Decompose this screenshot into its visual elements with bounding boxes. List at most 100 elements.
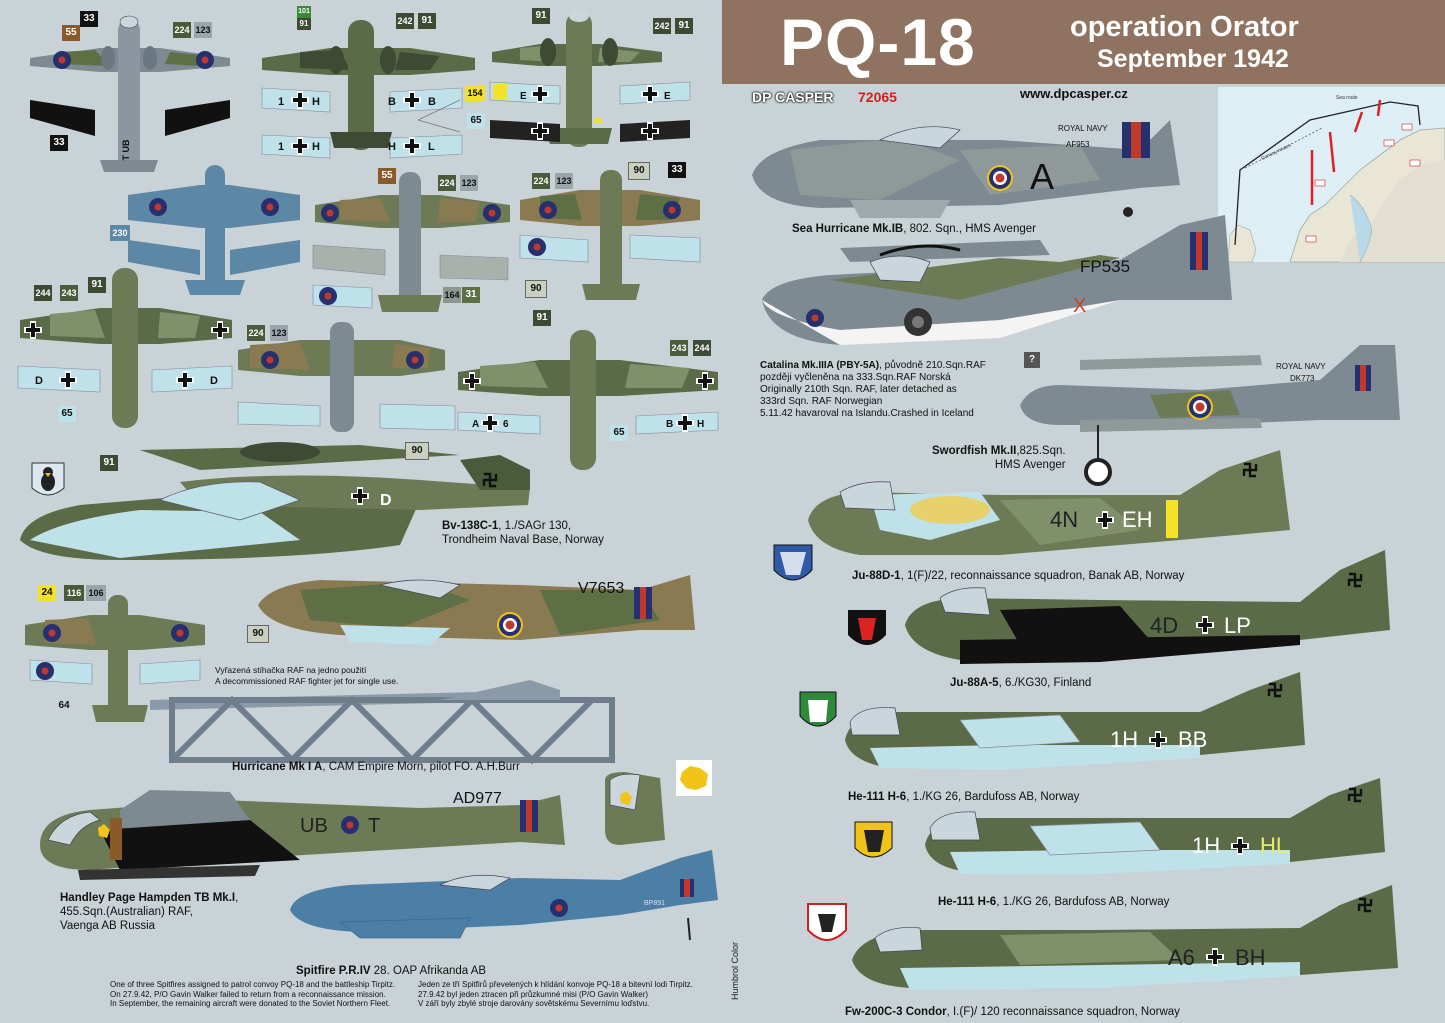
paint-code-33: 33: [80, 11, 98, 27]
caption-bv138-line2: Trondheim Naval Base, Norway: [442, 534, 604, 546]
hurricane-plan-view-2: [25, 595, 205, 722]
svg-text:1: 1: [278, 141, 284, 153]
hampden-side-view: [40, 790, 565, 880]
catalina-side-view: [762, 215, 1232, 345]
svg-text:D: D: [210, 375, 218, 387]
he111a-unit-badge: [799, 691, 837, 727]
svg-text:H: H: [312, 96, 320, 108]
bv138-unit-badge: [31, 462, 65, 496]
caption-swordfish-detail: ,825.Sqn.: [1016, 445, 1066, 457]
paint-code-244: 244: [34, 285, 52, 301]
bv138-plan-view: D D: [17, 268, 233, 428]
svg-text:H: H: [312, 141, 320, 153]
caption-ju88a-name: Ju-88A-5: [950, 677, 999, 689]
svg-text:L: L: [428, 141, 435, 153]
paint-code-243-b: 243: [670, 340, 688, 356]
he111-side-view-1: [845, 672, 1305, 770]
hurricane-cam-serial: V7653: [578, 580, 625, 597]
fw200-code-b: BH: [1235, 945, 1266, 970]
caption-bv138-detail: , 1./SAGr 130,: [498, 520, 572, 532]
paint-code-243: 243: [60, 285, 78, 301]
caption-fw200-detail: , I.(F)/ 120 reconnaissance squadron, No…: [946, 1006, 1180, 1018]
caption-spitfire-detail: 28. OAP Afrikanda AB: [370, 965, 487, 977]
caption-ju88a: Ju-88A-5, 6./KG30, Finland: [950, 676, 1091, 690]
caption-he111b: He-111 H-6, 1./KG 26, Bardufoss AB, Norw…: [938, 895, 1169, 909]
paint-code-164: 164: [443, 287, 461, 303]
caption-hurricane-cam-note: Vyřazená stíhačka RAF na jedno použití A…: [215, 665, 398, 687]
ju88a5-side-view: [905, 550, 1390, 664]
caption-hurricane-cam: Hurricane Mk I A, CAM Empire Morn, pilot…: [232, 760, 520, 774]
catalina-serial: FP535: [1080, 257, 1131, 276]
hampden-code-a: UB: [300, 815, 328, 837]
paint-code-123-d: 123: [270, 325, 288, 341]
sea-hurricane-code: A: [1030, 156, 1055, 197]
sheet-subtitle-operation: operation Orator: [1070, 11, 1299, 43]
paint-code-101: 101: [297, 6, 311, 18]
australia-badge: [676, 760, 712, 796]
hampden-serial: AD977: [453, 790, 502, 807]
sea-hurricane-navy: ROYAL NAVY: [1058, 124, 1108, 133]
paint-code-91-d: 91: [675, 18, 693, 34]
paint-code-90-d: 90: [247, 625, 269, 643]
fw200-side-view: [852, 885, 1398, 990]
spitfire-serial: BP891: [644, 900, 666, 907]
caption-ju88d-name: Ju-88D-1: [852, 570, 901, 582]
svg-text:B: B: [428, 96, 436, 108]
paint-code-55-b: 55: [378, 168, 396, 184]
spitfire-note-cz-2: 27.9.42 byl jeden ztracen při průzkumné …: [418, 989, 649, 999]
he111b-unit-badge: [854, 821, 893, 858]
he111-plan-view-2: A 6 B H: [457, 330, 719, 470]
spitfire-note-cz-3: V září byly zbylé stroje darovány sověts…: [418, 999, 650, 1008]
hurricane-plan-view: [519, 170, 701, 300]
svg-text:H: H: [697, 419, 704, 430]
caption-ju88d: Ju-88D-1, 1(F)/22, reconnaissance squadr…: [852, 569, 1184, 583]
caption-bv138-name: Bv-138C-1: [442, 520, 499, 532]
svg-text:T UB: T UB: [121, 139, 131, 160]
hurricane-cam-note-en: A decommissioned RAF fighter jet for sin…: [215, 676, 399, 686]
ju88a-unit-badge: [848, 610, 886, 645]
paint-code-106: 106: [86, 585, 106, 601]
catalina-x-mark: X: [1073, 295, 1087, 317]
caption-swordfish-name: Swordfish Mk.II: [932, 445, 1017, 457]
svg-text:B: B: [666, 419, 673, 430]
swordfish-navy: ROYAL NAVY: [1276, 362, 1326, 371]
ju88d1-side-view: [808, 450, 1290, 555]
caption-he111b-detail: , 1./KG 26, Bardufoss AB, Norway: [996, 896, 1170, 908]
paint-code-244-b: 244: [693, 340, 711, 356]
spitfire-note-en-2: On 27.9.42, P/O Gavin Walker failed to r…: [110, 989, 386, 999]
caption-he111a-detail: , 1./KG 26, Bardufoss AB, Norway: [906, 791, 1080, 803]
paint-code-242-b: 242: [653, 18, 671, 34]
caption-he111b-name: He-111 H-6: [938, 896, 997, 908]
website-link[interactable]: www.dpcasper.cz: [1020, 86, 1128, 101]
hampden-nose-detail: [605, 772, 665, 845]
svg-text:D: D: [35, 375, 43, 387]
caption-hurricane-cam-detail: , CAM Empire Morn, pilot FO. A.H.Burr: [322, 761, 520, 773]
caption-fw200-name: Fw-200C-3 Condor: [845, 1006, 947, 1018]
svg-text:E: E: [664, 91, 671, 102]
paint-code-65: 65: [467, 113, 485, 129]
caption-swordfish-line2: HMS Avenger: [994, 459, 1066, 471]
sheet-subtitle-date: September 1942: [1097, 45, 1289, 73]
paint-code-154: 154: [465, 85, 485, 101]
he111-side-view-2: [925, 778, 1385, 875]
caption-catalina-line2: později vyčleněna na 333.Sqn.RAF Norská: [760, 372, 951, 383]
he111a-code-b: BB: [1178, 727, 1208, 752]
paint-code-31: 31: [462, 287, 480, 303]
paint-code-33-b: 33: [50, 135, 68, 151]
swordfish-serial: DK773: [1290, 374, 1315, 383]
caption-he111a-name: He-111 H-6: [848, 791, 907, 803]
paint-code-123-b: 123: [460, 175, 478, 191]
paint-code-224-c: 224: [532, 173, 550, 189]
fw200-code-a: A6: [1168, 945, 1195, 970]
ju88d-plan-view: E E: [489, 10, 691, 147]
spitfire-note-cz-1: Jeden ze tří Spitfirů převelených k hlíd…: [418, 980, 693, 989]
paint-code-65-b: 65: [58, 406, 76, 422]
he111b-code-b: HL: [1260, 833, 1289, 858]
ju88d-code-a: 4N: [1050, 507, 1079, 532]
spitfire-note-cz: Jeden ze tří Spitfirů převelených k hlíd…: [418, 980, 693, 1009]
svg-text:1: 1: [278, 96, 284, 108]
paint-code-24: 24: [38, 585, 56, 601]
paint-code-123: 123: [194, 22, 212, 38]
hurricane-cam-side-view: [150, 575, 695, 765]
paint-code-91-g: 91: [100, 455, 118, 471]
